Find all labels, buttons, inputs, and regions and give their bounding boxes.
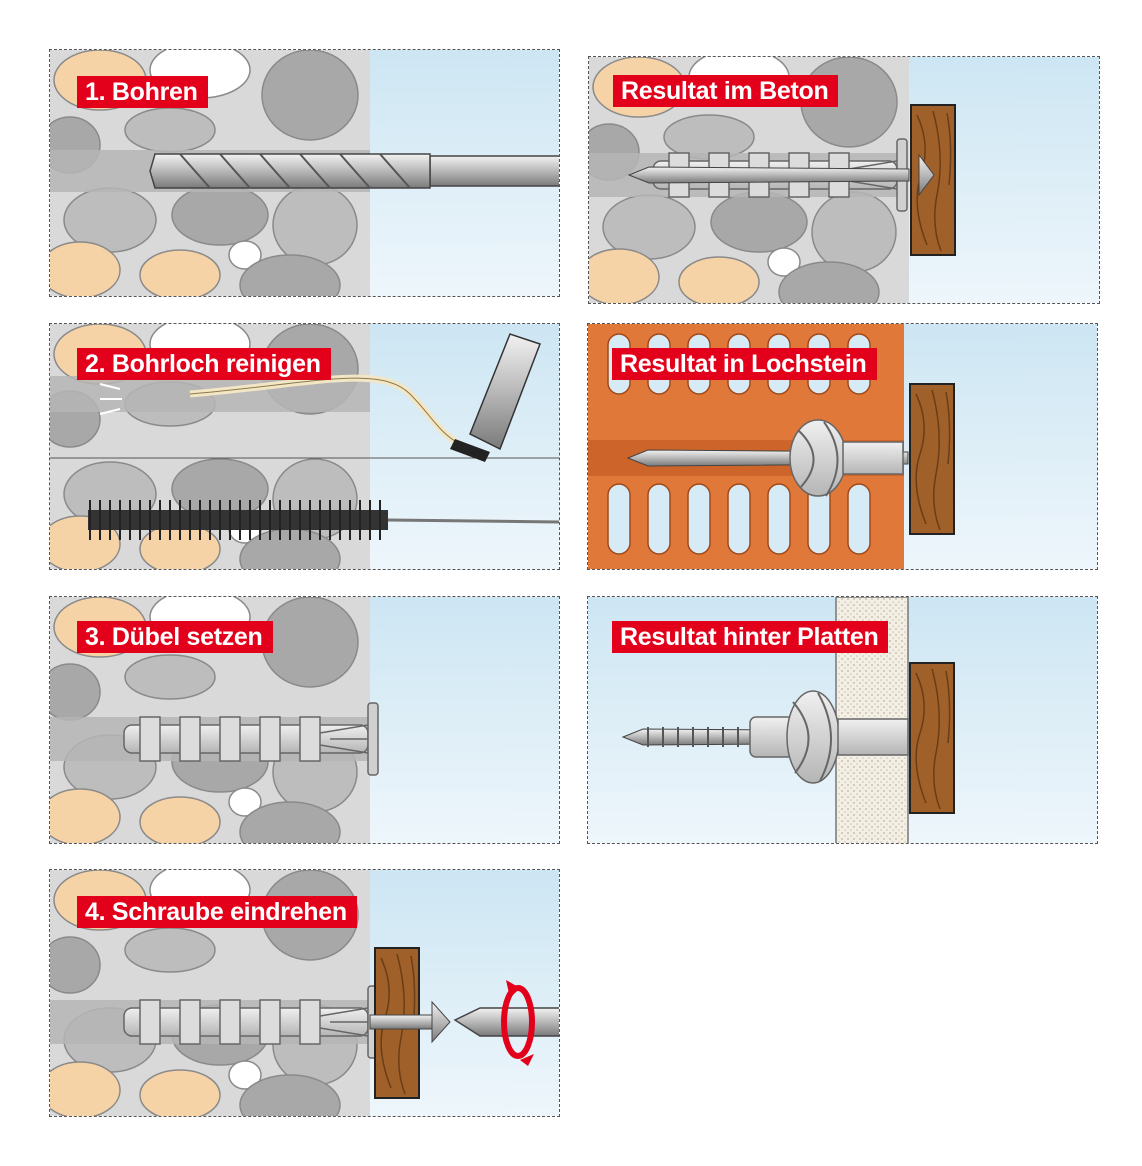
panel-reinigen: 2. Bohrloch reinigen — [49, 323, 560, 570]
wooden-board-icon — [909, 383, 955, 535]
drill-bit-icon — [149, 153, 559, 189]
panel-lochstein: Resultat in Lochstein — [587, 323, 1098, 570]
rotate-arrow-icon — [501, 980, 535, 1066]
dowel-icon — [749, 690, 909, 784]
result-lochstein-label: Resultat in Lochstein — [612, 348, 877, 380]
screw-icon — [627, 153, 935, 197]
step-2-label: 2. Bohrloch reinigen — [77, 348, 331, 380]
panel-eindrehen: 4. Schraube eindrehen — [49, 869, 560, 1117]
panel-platten: Resultat hinter Platten — [587, 596, 1098, 844]
panel-bohren: 1. Bohren — [49, 49, 560, 297]
result-platten-label: Resultat hinter Platten — [612, 621, 889, 653]
step-4-label: 4. Schraube eindrehen — [77, 896, 357, 928]
step-3-label: 3. Dübel setzen — [77, 621, 273, 653]
wooden-board-icon — [909, 662, 955, 814]
cleaning-brush-icon — [88, 500, 559, 540]
step-1-label: 1. Bohren — [77, 76, 208, 108]
eindrehen-illustration — [50, 870, 559, 1116]
air-blower-icon — [99, 333, 541, 462]
dowel-icon — [789, 419, 904, 497]
wooden-board-icon — [910, 104, 956, 256]
panel-beton: Resultat im Beton — [588, 56, 1100, 304]
result-beton-label: Resultat im Beton — [613, 75, 839, 107]
bohren-illustration — [50, 50, 559, 296]
screw-icon — [369, 1000, 451, 1044]
panel-setzen: 3. Dübel setzen — [49, 596, 560, 844]
